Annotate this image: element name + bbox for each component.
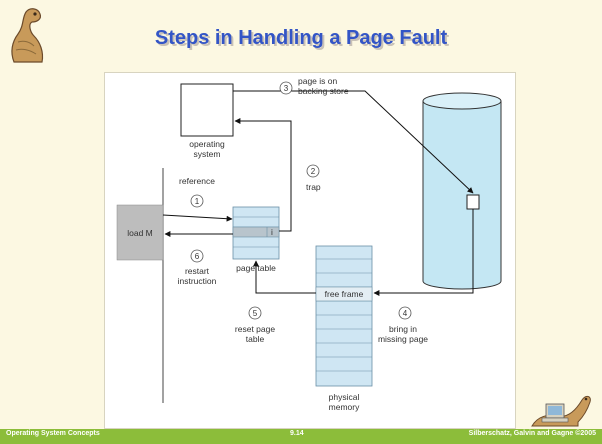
step-1-marker [190, 194, 204, 208]
physical-memory [315, 245, 373, 387]
step-6-number: 6 [195, 252, 200, 261]
dinosaur-computer-icon [531, 395, 591, 427]
page-table: i [232, 206, 280, 260]
missing-page-block [466, 194, 480, 210]
operating-system-box [180, 83, 234, 137]
backing-store-disk [422, 92, 502, 290]
step-2-marker [306, 164, 320, 178]
step-2-number: 2 [311, 167, 316, 176]
instruction-box [116, 204, 164, 261]
step-2-label: trap [306, 182, 321, 192]
step-3-label: backing store [298, 86, 349, 96]
step-6-label: instruction [178, 276, 217, 286]
slide-title: Steps in Handling a Page Fault [154, 27, 448, 49]
operating-system-label: system [194, 149, 221, 159]
reset-table-arrow [253, 260, 316, 294]
footer-authors: Silberschatz, Galvin and Gagne ©2005 [468, 430, 596, 437]
step-5-marker [248, 306, 262, 320]
free-frame-label: free frame [325, 289, 364, 299]
footer-course-title: Operating System Concepts [6, 430, 100, 437]
step-4-label: bring in [389, 324, 417, 334]
trap-arrow [234, 118, 292, 232]
dinosaur-logo-icon [11, 8, 44, 63]
step-4-marker [398, 306, 412, 320]
bring-in-arrow [373, 209, 474, 296]
operating-system-label: operating [189, 139, 225, 149]
step-3-number: 3 [284, 84, 289, 93]
step-6-label: restart [185, 266, 210, 276]
backing-store-arrow [233, 90, 474, 194]
step-1-number: 1 [195, 197, 200, 206]
step-5-label: reset page [235, 324, 275, 334]
reference-arrow [162, 214, 233, 222]
step-5-label: table [246, 334, 265, 344]
step-1-label: reference [179, 176, 215, 186]
step-3-label: page is on [298, 76, 337, 86]
page-fault-diagram: operating system load M i page table [104, 72, 516, 429]
footer-slide-number: 9.14 [290, 430, 304, 437]
physical-memory-label: physical [329, 392, 360, 402]
physical-memory-label: memory [329, 402, 360, 412]
step-6-marker [190, 249, 204, 263]
footer-bar [0, 429, 602, 444]
diagram-canvas: operating system load M i page table [116, 76, 502, 412]
invalid-bit-label: i [271, 227, 273, 237]
step-3-marker [279, 81, 293, 95]
step-5-number: 5 [253, 309, 258, 318]
step-4-number: 4 [403, 309, 408, 318]
step-4-label: missing page [378, 334, 428, 344]
instruction-label: load M [127, 228, 153, 238]
